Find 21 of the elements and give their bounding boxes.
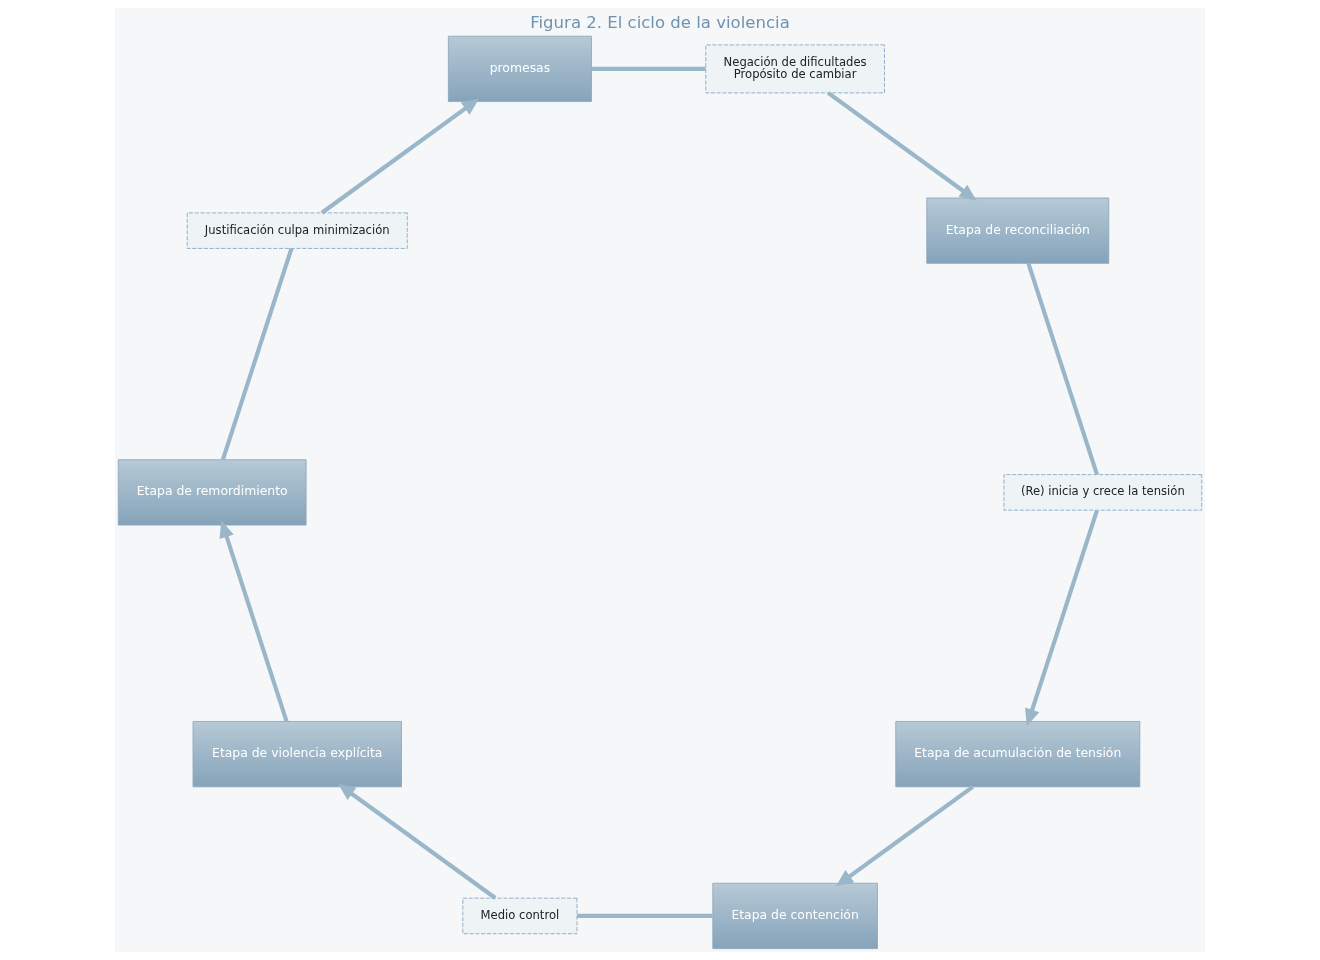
node-box: Etapa de remordimiento: [117, 459, 307, 526]
node-box: Etapa de reconciliación: [926, 197, 1110, 264]
node-box: Medio control: [462, 897, 578, 935]
arrow: [219, 520, 289, 722]
arrow: [320, 98, 480, 215]
connector: [220, 247, 294, 461]
node-box: Etapa de violencia explícita: [192, 721, 402, 788]
node-box: Negación de dificultades Propósito de cambiar: [705, 44, 885, 94]
node-box: Etapa de contención: [712, 882, 878, 950]
arrow: [827, 91, 977, 201]
connector: [577, 913, 713, 918]
node-box: Etapa de acumulación de tensión: [895, 721, 1141, 788]
connector: [1026, 262, 1099, 476]
arrow: [835, 785, 974, 887]
arrow: [1025, 509, 1099, 727]
arrow: [338, 783, 497, 900]
connector: [591, 66, 706, 71]
node-box: (Re) inicia y crece la tensión: [1003, 474, 1203, 511]
node-box: Justificación culpa minimización: [186, 212, 408, 249]
node-box: promesas: [447, 35, 592, 102]
diagram-title: Figura 2. El ciclo de la violencia: [530, 12, 790, 32]
